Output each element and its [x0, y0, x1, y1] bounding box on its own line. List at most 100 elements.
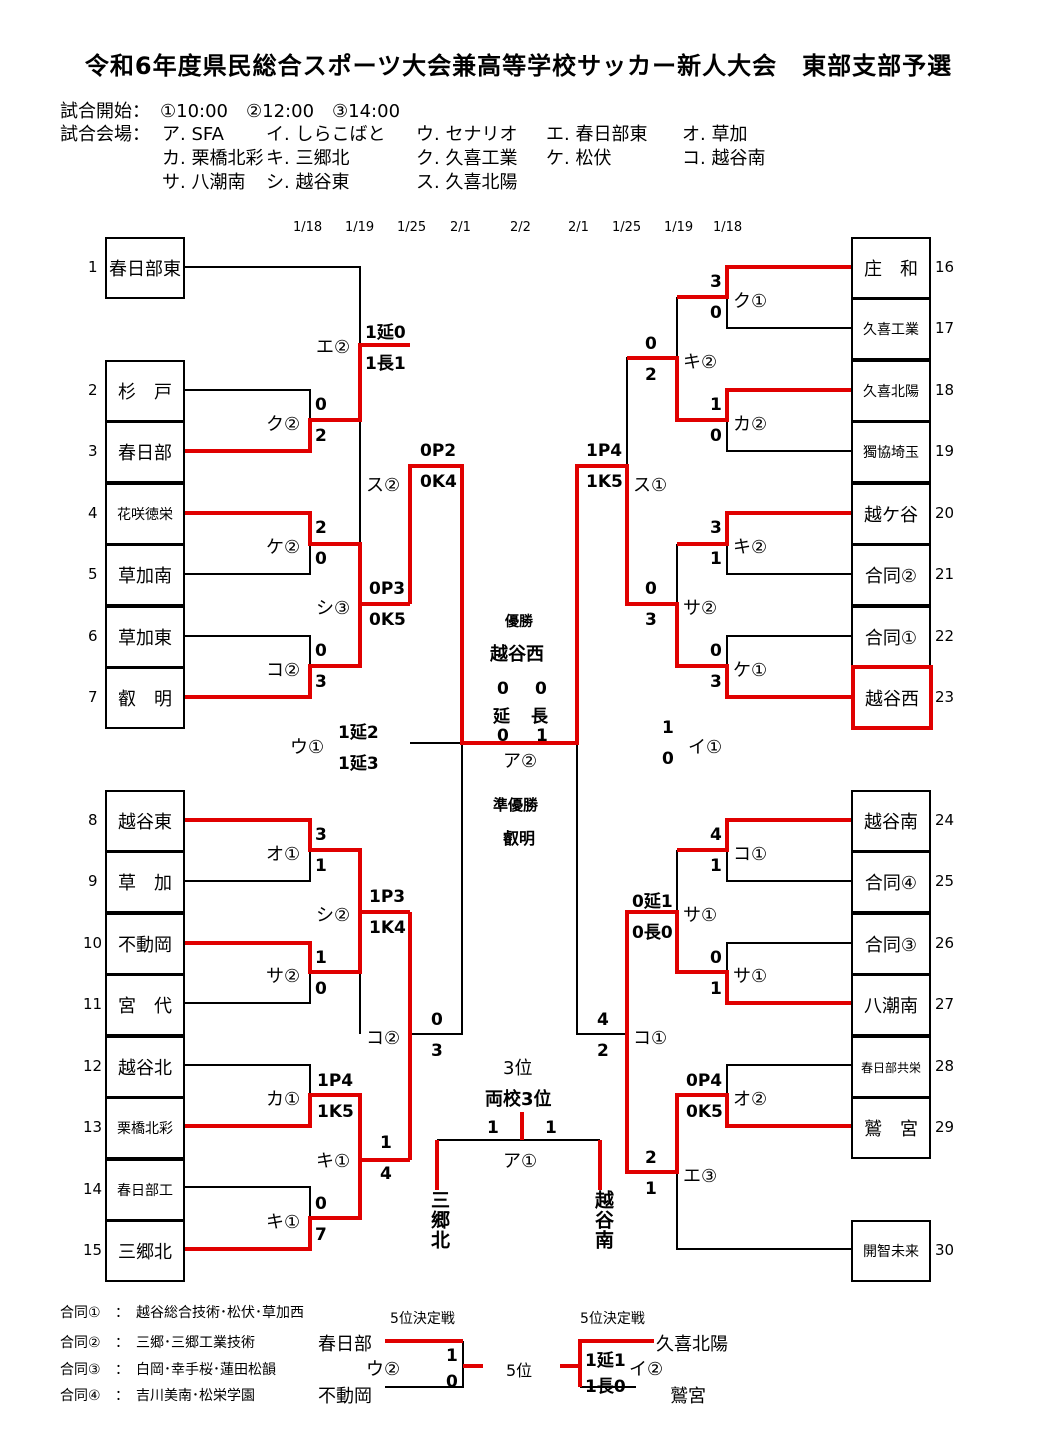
team-miyashiro: 宮 代 [105, 974, 185, 1036]
score: 0P4 [686, 1071, 723, 1091]
venue-tag: ク① [733, 291, 768, 312]
score: 2 [645, 365, 657, 385]
venue-u: ウ. セナリオ [416, 124, 518, 145]
score: 0 [315, 1194, 327, 1214]
venue-tag: キ① [266, 1212, 301, 1233]
team-kaichi-mirai: 開智未来 [851, 1220, 931, 1282]
final-extra-right: 長 [531, 707, 548, 727]
seed-10: 10 [83, 934, 103, 952]
score: 1延0 [365, 323, 406, 343]
runnerup-name: 叡明 [503, 829, 536, 848]
team-kasukabe-ko: 春日部工 [105, 1159, 185, 1221]
venue-tag: ス② [366, 475, 401, 496]
venue-tag: ウ① [290, 737, 325, 758]
score: 0K5 [686, 1102, 723, 1122]
date-left-r4: 2/1 [450, 220, 471, 235]
seed-3: 3 [88, 442, 98, 460]
team-soka-minami: 草加南 [105, 544, 185, 606]
score: 0延1 [632, 892, 673, 912]
score: 2 [315, 518, 327, 538]
venue-tag: ク② [266, 414, 301, 435]
fifth-left-team-top: 春日部 [318, 1334, 372, 1355]
score: 3 [710, 518, 722, 538]
third-result: 両校3位 [485, 1089, 552, 1110]
seed-28: 28 [935, 1057, 955, 1075]
venue-su: ス. 久喜北陽 [416, 172, 518, 193]
venue-tag: エ③ [683, 1166, 718, 1187]
score: 3 [710, 272, 722, 292]
team-dokkyo-saitama: 獨協埼玉 [851, 421, 931, 483]
team-koshigaya-minami: 越谷南 [851, 790, 931, 852]
start-label: 試合開始： [60, 101, 150, 122]
fifth-center-label: 5位 [506, 1361, 533, 1380]
seed-13: 13 [83, 1118, 103, 1136]
venue-ke: ケ. 松伏 [546, 148, 612, 169]
date-left-r3: 1/25 [397, 220, 427, 235]
team-koshigaya-higashi: 越谷東 [105, 790, 185, 852]
score: 1 [662, 718, 674, 738]
team-washinomiya: 鷲 宮 [851, 1097, 931, 1159]
seed-14: 14 [83, 1180, 103, 1198]
venue-label: 試合会場： [60, 124, 150, 145]
third-venue: ア① [503, 1151, 538, 1172]
team-misato-kita: 三郷北 [105, 1220, 185, 1282]
score: 3 [710, 672, 722, 692]
score: 1P4 [317, 1071, 354, 1091]
score: 0 [315, 549, 327, 569]
seed-15: 15 [83, 1241, 103, 1259]
score: 0長0 [632, 923, 673, 943]
final-extra-left: 延 [493, 707, 510, 727]
third-score-right: 1 [545, 1118, 557, 1138]
seed-11: 11 [83, 995, 103, 1013]
note-value: ： 越谷総合技術･松伏･草加西 [115, 1305, 304, 1321]
score: 3 [645, 610, 657, 630]
seed-19: 19 [935, 442, 955, 460]
venue-tag: オ② [733, 1089, 768, 1110]
venue-ko: コ. 越谷南 [682, 148, 766, 169]
score: 0 [710, 426, 722, 446]
third-score-left: 1 [487, 1118, 499, 1138]
team-hanasaki-tokuharu: 花咲徳栄 [105, 483, 185, 545]
score: 2 [645, 1148, 657, 1168]
team-koshigaya-kita: 越谷北 [105, 1036, 185, 1098]
venue-tag: コ① [633, 1028, 668, 1049]
third-team-right: 越谷南 [592, 1190, 614, 1250]
score: 1P3 [369, 887, 406, 907]
third-team-left: 三郷北 [428, 1190, 450, 1250]
date-final: 2/2 [510, 220, 531, 235]
venue-tag: エ② [316, 337, 351, 358]
score: 0 [710, 948, 722, 968]
score: 0K5 [369, 610, 406, 630]
final-pk-right: 1 [536, 726, 548, 746]
seed-25: 25 [935, 872, 955, 890]
team-kuki-kogyo: 久喜工業 [851, 298, 931, 360]
third-label: 3位 [503, 1058, 533, 1079]
venue-tag: キ② [683, 352, 718, 373]
score: 1長1 [365, 354, 406, 374]
venue-sa: サ. 八潮南 [162, 172, 246, 193]
venue-tag: カ① [266, 1089, 301, 1110]
venue-a: ア. SFA [162, 124, 224, 145]
venue-ka: カ. 栗橋北彩 [162, 148, 264, 169]
score: 2 [315, 426, 327, 446]
team-kuki-hokuyo: 久喜北陽 [851, 360, 931, 422]
fifth-left-venue: ウ② [366, 1359, 401, 1380]
venue-tag: サ② [683, 598, 718, 619]
seed-26: 26 [935, 934, 955, 952]
team-kasukabe-kyoei: 春日部共栄 [851, 1036, 931, 1098]
seed-23: 23 [935, 688, 955, 706]
fifth-right-label: 5位決定戦 [580, 1311, 645, 1327]
start-times: ①10:00 ②12:00 ③14:00 [160, 101, 401, 122]
score: 1K4 [369, 918, 406, 938]
team-kasukabe-higashi: 春日部東 [105, 237, 185, 299]
seed-22: 22 [935, 627, 955, 645]
date-left-r2: 1/19 [345, 220, 375, 235]
final-score-left: 0 [497, 679, 509, 699]
score: 0P2 [420, 441, 457, 461]
final-score-right: 0 [535, 679, 547, 699]
fifth-left-score-bottom: 0 [446, 1372, 458, 1392]
seed-17: 17 [935, 319, 955, 337]
team-godo-4: 合同④ [851, 851, 931, 913]
team-godo-3: 合同③ [851, 913, 931, 975]
